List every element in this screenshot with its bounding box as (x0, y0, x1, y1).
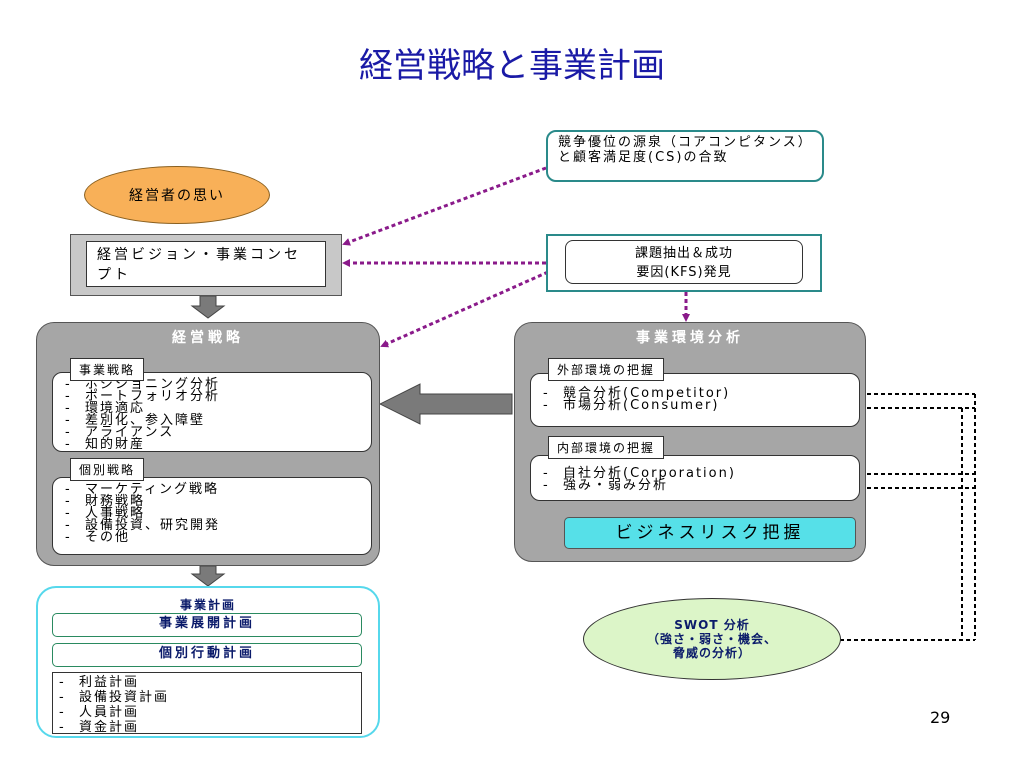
environment-title: 事業環境分析 (636, 330, 744, 346)
swot-line-2: （強さ・弱さ・機会、 (646, 632, 777, 646)
list-item: 差別化、参入障壁 (65, 414, 359, 427)
vision-box: 経営ビジョン・事業コンセプト (86, 241, 326, 287)
list-item: 知的財産 (65, 438, 359, 451)
list-item: 資金計画 (59, 720, 355, 735)
business-risk-box: ビジネスリスク把握 (564, 517, 856, 549)
page-number: 29 (930, 708, 951, 727)
slide-title: 経営戦略と事業計画 (359, 46, 665, 86)
business-strategy-box: ポジショニング分析 ポートフォリオ分析 環境適応 差別化、参入障壁 アライアンス… (52, 372, 372, 452)
list-item: その他 (65, 531, 359, 544)
swot-line-3: 脅威の分析） (672, 646, 751, 660)
list-item: ポートフォリオ分析 (65, 390, 359, 403)
list-item: 競合分析(Competitor) (543, 387, 847, 400)
owner-thought-label: 経営者の思い (129, 188, 225, 204)
swot-line-1: SWOT 分析 (674, 618, 750, 632)
list-item: 強み・弱み分析 (543, 479, 847, 492)
core-competence-box: 競争優位の源泉（コアコンピタンス）と顧客満足度(CS)の合致 (546, 130, 824, 182)
action-plan-bar: 個別行動計画 (52, 643, 362, 667)
business-strategy-label: 事業戦略 (70, 358, 145, 381)
strategy-title: 経営戦略 (172, 330, 244, 346)
individual-strategy-box: マーケティング戦略 財務戦略 人事戦略 設備投資、研究開発 その他 (52, 477, 372, 555)
list-item: 自社分析(Corporation) (543, 467, 847, 480)
external-environment-box: 競合分析(Competitor) 市場分析(Consumer) (530, 373, 860, 427)
list-item: 市場分析(Consumer) (543, 399, 847, 412)
business-plan-title: 事業計画 (179, 598, 236, 612)
individual-strategy-label: 個別戦略 (70, 458, 145, 481)
list-item: マーケティング戦略 (65, 483, 359, 496)
dotted-lines-to-swot (840, 393, 976, 641)
list-item: 人事戦略 (65, 507, 359, 520)
list-item: ポジショニング分析 (65, 378, 359, 391)
list-item: 環境適応 (65, 402, 359, 415)
swot-oval: SWOT 分析 （強さ・弱さ・機会、 脅威の分析） (583, 598, 841, 680)
kfs-line-2: 要因(KFS)発見 (636, 265, 732, 280)
list-item: 利益計画 (59, 675, 355, 690)
arrow-kfs-to-strategy (380, 270, 549, 348)
list-item: 人員計画 (59, 705, 355, 720)
list-item: 設備投資、研究開発 (65, 519, 359, 532)
internal-environment-box: 自社分析(Corporation) 強み・弱み分析 (530, 455, 860, 501)
arrow-cs-to-vision (342, 166, 547, 246)
owner-thought-oval: 経営者の思い (84, 166, 270, 224)
list-item: 設備投資計画 (59, 690, 355, 705)
kfs-line-1: 課題抽出＆成功 (634, 246, 733, 261)
list-item: アライアンス (65, 426, 359, 439)
arrow-environment-to-strategy (378, 383, 513, 425)
kfs-box: 課題抽出＆成功 要因(KFS)発見 (565, 240, 803, 284)
list-item: 財務戦略 (65, 495, 359, 508)
deployment-plan-bar: 事業展開計画 (52, 613, 362, 637)
internal-environment-label: 内部環境の把握 (548, 436, 665, 459)
arrow-strategy-to-plan (190, 565, 226, 587)
external-environment-label: 外部環境の把握 (548, 358, 665, 381)
arrow-vision-to-strategy (190, 295, 226, 319)
plan-items-box: 利益計画 設備投資計画 人員計画 資金計画 (52, 672, 362, 735)
